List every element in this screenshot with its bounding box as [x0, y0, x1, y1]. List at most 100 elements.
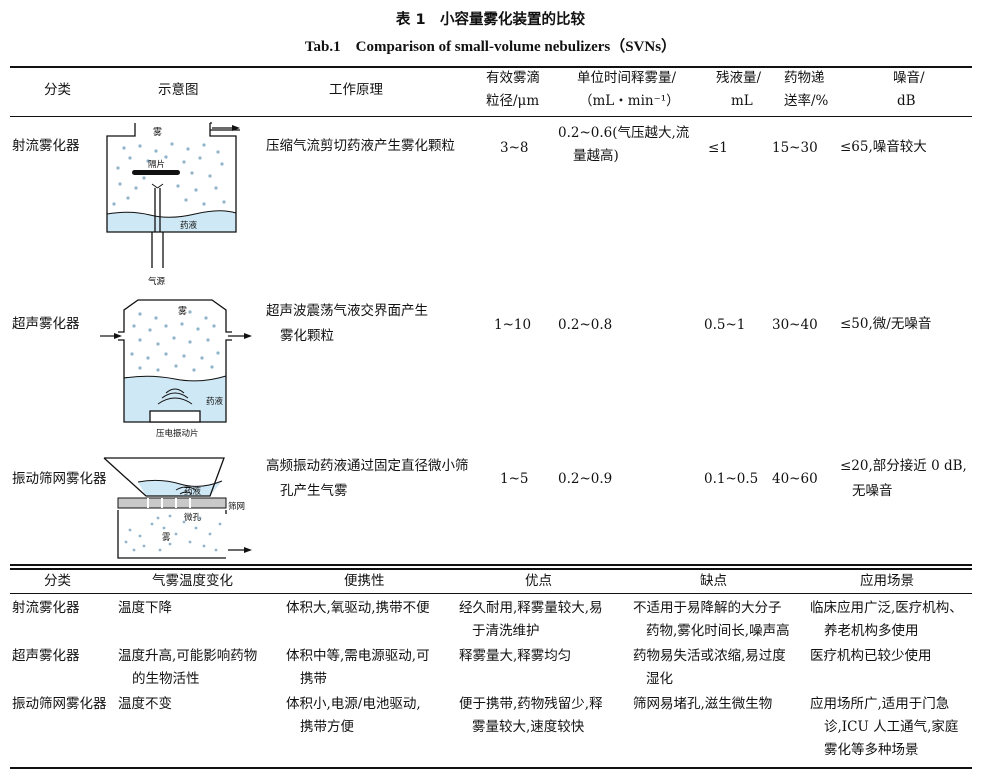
jet-gas-label: 气源 [148, 276, 166, 287]
bottom-header-portability: 便携性 [344, 573, 385, 589]
row1-name: 射流雾化器 [12, 138, 80, 154]
row2-droplet: 1~10 [494, 317, 532, 333]
mesh-hole-label: 微孔 [184, 512, 202, 523]
jet-outlet-arrow [212, 125, 240, 131]
bottom-row2-temperature-line1: 温度升高,可能影响药物 [118, 648, 258, 664]
row3-principle-line1: 高频振动药液通过固定直径微小筛 [266, 458, 469, 474]
mesh-outlet-arrow [228, 547, 252, 553]
row2-residual: 0.5~1 [704, 317, 746, 333]
row2-noise: ≤50,微/无噪音 [840, 316, 932, 332]
bottom-row1-scenarios-line1: 临床应用广泛,医疗机构、 [810, 600, 963, 616]
row3-residual: 0.1~0.5 [704, 471, 759, 487]
bottom-row3-name: 振动筛网雾化器 [12, 696, 107, 712]
bottom-row3-advantages-line1: 便于携带,药物残留少,释 [459, 696, 603, 712]
bottom-header-disadvantages: 缺点 [700, 573, 727, 589]
bottom-top-rule [10, 568, 972, 570]
bottom-row1-disadvantages-line1: 不适用于易降解的大分子 [633, 600, 782, 616]
bottom-header-scenarios: 应用场景 [860, 573, 914, 589]
row1-residual: ≤1 [708, 140, 728, 156]
row3-droplet: 1~5 [500, 471, 529, 487]
ultrasonic-inlet-arrow [100, 333, 122, 339]
row3-noise-line1: ≤20,部分接近 0 dB, [840, 458, 967, 474]
mesh-screen-label: 筛网 [228, 501, 245, 512]
header-delivery-line2: 送率/% [784, 93, 829, 109]
ultrasonic-mist-dots [130, 310, 220, 372]
ultrasonic-liquid-label: 药液 [206, 396, 224, 407]
bottom-row3-scenarios-line3: 雾化等多种场景 [824, 742, 919, 758]
row1-output-line1: 0.2~0.6(气压越大,流 [558, 125, 690, 141]
jet-chamber-outline [106, 123, 237, 233]
bottom-row2-disadvantages-line1: 药物易失活或浓缩,易过度 [633, 648, 786, 664]
row2-output: 0.2~0.8 [558, 317, 613, 333]
top-rule [10, 66, 972, 68]
row1-delivery: 15~30 [772, 140, 818, 156]
table-caption-en: Tab.1 Comparison of small-volume nebuliz… [304, 39, 677, 55]
row3-principle-line2: 孔产生气雾 [280, 483, 348, 499]
mesh-mist-dots [124, 514, 222, 552]
row3-noise-line2: 无噪音 [852, 483, 893, 499]
bottom-row2-advantages: 释雾量大,释雾均匀 [459, 648, 572, 664]
bottom-row3-advantages-line2: 雾量较大,速度较快 [472, 719, 585, 735]
bottom-row2-portability-line1: 体积中等,需电源驱动,可 [286, 648, 430, 664]
row2-principle-line1: 超声波震荡气液交界面产生 [266, 303, 428, 319]
bottom-header-rule [10, 593, 972, 594]
bottom-row1-scenarios-line2: 养老机构多使用 [824, 623, 919, 639]
row1-droplet: 3~8 [500, 140, 529, 156]
row1-output-line2: 量越高) [573, 148, 619, 164]
ultrasonic-lid [118, 299, 232, 333]
bottom-row2-disadvantages-line2: 湿化 [646, 671, 673, 687]
bottom-row3-portability-line1: 体积小,电源/电池驱动, [286, 696, 421, 712]
header-category: 分类 [44, 82, 71, 98]
header-diagram: 示意图 [158, 82, 199, 98]
ultrasonic-outlet-arrow [228, 333, 252, 339]
row1-principle: 压缩气流剪切药液产生雾化颗粒 [266, 138, 455, 154]
header-droplet-line1: 有效雾滴 [486, 70, 540, 86]
table-caption-cn: 表 1 小容量雾化装置的比较 [395, 12, 586, 28]
bottom-row2-portability-line2: 携带 [300, 671, 327, 687]
jet-liquid-label: 药液 [180, 220, 198, 231]
ultrasonic-plate-label: 压电振动片 [156, 428, 199, 439]
bottom-row1-name: 射流雾化器 [12, 600, 80, 616]
mesh-nebulizer-diagram: 药液 筛网 微孔 雾 [103, 457, 252, 559]
header-noise-line1: 噪音/ [893, 70, 925, 86]
row1-noise: ≤65,噪音较大 [840, 139, 927, 155]
header-output-line2: （mL・min⁻¹） [579, 93, 680, 109]
mesh-mist-label: 雾 [162, 533, 171, 543]
middle-rule [10, 564, 972, 566]
bottom-row1-portability: 体积大,氧驱动,携带不便 [286, 600, 430, 616]
ultrasonic-piezo-plate [149, 410, 201, 423]
header-droplet-line2: 粒径/μm [486, 93, 540, 109]
bottom-end-rule [10, 767, 972, 769]
jet-nebulizer-diagram: 雾 隔片 药液 气源 [106, 122, 240, 287]
header-principle: 工作原理 [329, 82, 383, 98]
header-delivery-line1: 药物递 [784, 70, 825, 86]
mesh-liquid-label: 药液 [184, 486, 202, 497]
mesh-mist-chamber [117, 510, 226, 559]
header-rule [10, 116, 972, 117]
bottom-row3-disadvantages: 筛网易堵孔,滋生微生物 [633, 696, 773, 712]
bottom-row2-temperature-line2: 的生物活性 [132, 671, 200, 687]
mesh-reservoir-funnel [103, 457, 225, 497]
bottom-row3-scenarios-line1: 应用场所广,适用于门急 [810, 696, 950, 712]
jet-baffle-label: 隔片 [148, 159, 165, 170]
header-noise-line2: dB [897, 93, 916, 109]
bottom-header-advantages: 优点 [525, 573, 552, 589]
bottom-row3-portability-line2: 携带方便 [300, 719, 354, 735]
mesh-membrane [117, 497, 227, 509]
header-residual-line2: mL [731, 93, 753, 109]
row2-delivery: 30~40 [772, 317, 818, 333]
row3-output: 0.2~0.9 [558, 471, 613, 487]
bottom-row1-advantages-line2: 于清洗维护 [472, 623, 540, 639]
bottom-row2-scenarios: 医疗机构已较少使用 [810, 648, 932, 664]
header-residual-line1: 残液量/ [716, 70, 762, 86]
jet-mist-dots [112, 142, 226, 206]
bottom-row2-name: 超声雾化器 [12, 648, 80, 664]
header-output-line1: 单位时间释雾量/ [577, 70, 677, 86]
bottom-header-temperature: 气雾温度变化 [152, 573, 233, 589]
row3-name: 振动筛网雾化器 [12, 471, 107, 487]
row2-principle-line2: 雾化颗粒 [280, 328, 334, 344]
jet-mist-label: 雾 [153, 127, 162, 138]
jet-liquid [107, 210, 236, 232]
row3-delivery: 40~60 [772, 471, 818, 487]
row2-name: 超声雾化器 [12, 316, 80, 332]
